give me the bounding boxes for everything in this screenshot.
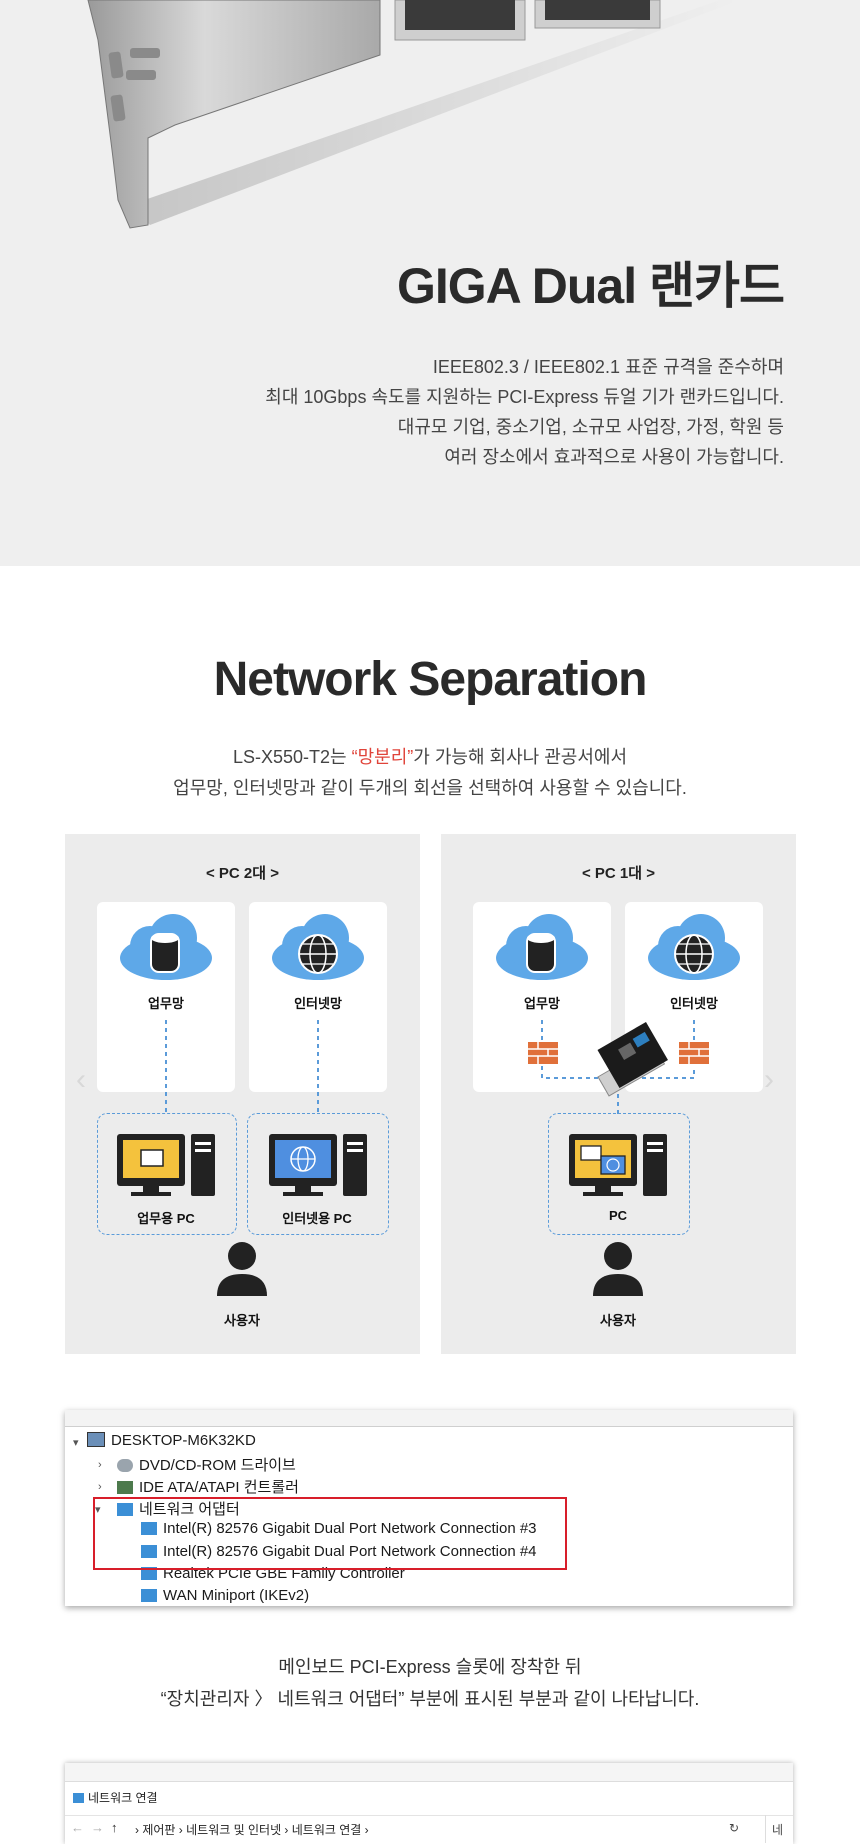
diagram-graphics xyxy=(117,914,367,1296)
network-adapter-icon xyxy=(141,1589,157,1602)
install-description: 메인보드 PCI-Express 슬롯에 장착한 뒤 “장치관리자 〉 네트워크… xyxy=(0,1651,860,1715)
folder-icon xyxy=(73,1793,84,1803)
tree-root[interactable]: DESKTOP-M6K32KD xyxy=(87,1432,256,1449)
nav-back-icon[interactable]: ← xyxy=(71,1820,84,1835)
hero-line: 대규모 기업, 중소기업, 소규모 사업장, 가정, 학원 등 xyxy=(397,417,784,437)
tree-label: IDE ATA/ATAPI 컨트롤러 xyxy=(139,1479,299,1496)
network-adapter-icon xyxy=(141,1545,157,1558)
hero-description: IEEE802.3 / IEEE802.1 표준 규격을 준수하며 최대 10G… xyxy=(265,352,784,472)
hero-line: 최대 10Gbps 속도를 지원하는 PCI-Express 듀얼 기가 랜카드… xyxy=(265,387,784,407)
diagram-two-pc: < PC 2대 > xyxy=(65,834,420,1354)
pc-box-internet xyxy=(247,1113,389,1235)
network-adapter-icon xyxy=(141,1567,157,1580)
pc-box-work xyxy=(97,1113,237,1235)
ide-controller-icon xyxy=(117,1481,133,1494)
chevron-right-icon[interactable]: › xyxy=(98,1459,102,1471)
lan-card-icon xyxy=(597,1021,668,1097)
device-manager-screenshot: ▾ DESKTOP-M6K32KD › DVD/CD-ROM 드라이브 › ID… xyxy=(65,1410,793,1606)
pc-box xyxy=(548,1113,690,1235)
install-line: 메인보드 PCI-Express 슬롯에 장착한 뒤 xyxy=(278,1657,582,1677)
window-titlebar xyxy=(65,1763,793,1782)
tree-label: WAN Miniport (IKEv2) xyxy=(163,1587,310,1604)
diagram-graphics xyxy=(496,914,740,1296)
tree-item-network-adapters[interactable]: 네트워크 어댑터 xyxy=(117,1498,240,1519)
hero-section: GIGA Dual 랜카드 IEEE802.3 / IEEE802.1 표준 규… xyxy=(0,0,860,566)
desc-text: 가 가능해 회사나 관공서에서 xyxy=(413,747,628,767)
dvd-drive-icon xyxy=(117,1459,133,1472)
network-adapter-icon xyxy=(117,1503,133,1516)
pc-label-internet: 인터넷용 PC xyxy=(282,1211,352,1226)
window-title-text: 네트워크 연결 xyxy=(88,1791,158,1805)
tree-label: Intel(R) 82576 Gigabit Dual Port Network… xyxy=(163,1520,537,1537)
user-label: 사용자 xyxy=(224,1313,260,1328)
nav-forward-icon[interactable]: → xyxy=(91,1820,104,1835)
net-label-work: 업무망 xyxy=(524,996,560,1011)
computer-icon xyxy=(87,1432,105,1447)
tree-item[interactable]: DVD/CD-ROM 드라이브 xyxy=(117,1454,296,1475)
pc-icon xyxy=(569,1134,667,1196)
firewall-icon xyxy=(679,1042,709,1064)
refresh-icon[interactable]: ↻ xyxy=(729,1821,740,1835)
diagram-one-pc: < PC 1대 > xyxy=(441,834,796,1354)
desc-text: LS-X550-T2는 xyxy=(232,747,352,767)
tree-label: DESKTOP-M6K32KD xyxy=(111,1432,256,1449)
breadcrumb[interactable]: › 제어판 › 네트워크 및 인터넷 › 네트워크 연결 › xyxy=(135,1823,369,1837)
search-input[interactable]: 네 xyxy=(765,1815,793,1843)
chevron-right-icon[interactable]: › xyxy=(98,1481,102,1493)
highlight-box xyxy=(93,1497,567,1570)
tree-label: DVD/CD-ROM 드라이브 xyxy=(139,1457,296,1474)
work-pc-icon xyxy=(117,1134,215,1196)
cloud-database-icon xyxy=(120,914,212,980)
carousel-prev-button[interactable]: ‹ xyxy=(76,1063,86,1096)
section-title: Network Separation xyxy=(213,653,648,706)
tree-label: Intel(R) 82576 Gigabit Dual Port Network… xyxy=(163,1543,537,1560)
user-icon xyxy=(593,1242,643,1296)
desc-text: 업무망, 인터넷망과 같이 두개의 회선을 선택하여 사용할 수 있습니다. xyxy=(173,778,687,798)
cloud-globe-icon xyxy=(272,914,364,980)
pc-label-work: 업무용 PC xyxy=(137,1211,195,1226)
highlight-text: “망분리” xyxy=(351,747,414,767)
user-label: 사용자 xyxy=(600,1313,636,1328)
diagram-title: < PC 2대 > xyxy=(205,865,279,882)
device-manager-toolbar xyxy=(65,1410,793,1427)
network-adapter-icon xyxy=(141,1522,157,1535)
hero-title: GIGA Dual 랜카드 xyxy=(396,258,785,314)
chevron-down-icon[interactable]: ▾ xyxy=(73,1437,79,1449)
net-label-internet: 인터넷망 xyxy=(670,996,718,1011)
install-line: “장치관리자 〉 네트워크 어댑터” 부분에 표시된 부분과 같이 나타납니다. xyxy=(160,1689,700,1709)
hero-line: IEEE802.3 / IEEE802.1 표준 규격을 준수하며 xyxy=(432,357,784,377)
internet-pc-icon xyxy=(269,1134,367,1196)
cloud-database-icon xyxy=(496,914,588,980)
tree-item[interactable]: Intel(R) 82576 Gigabit Dual Port Network… xyxy=(141,1543,537,1560)
tree-item[interactable]: IDE ATA/ATAPI 컨트롤러 xyxy=(117,1476,299,1497)
carousel-next-button[interactable]: › xyxy=(764,1063,774,1096)
net-label-internet: 인터넷망 xyxy=(294,996,342,1011)
tree-item[interactable]: WAN Miniport (IKEv2) xyxy=(141,1587,309,1604)
tree-item[interactable]: Intel(R) 82576 Gigabit Dual Port Network… xyxy=(141,1520,537,1537)
diagram-title: < PC 1대 > xyxy=(581,865,655,882)
address-bar[interactable] xyxy=(65,1815,793,1844)
hero-line: 여러 장소에서 효과적으로 사용이 가능합니다. xyxy=(444,447,784,467)
pc-label: PC xyxy=(608,1208,628,1223)
user-icon xyxy=(217,1242,267,1296)
chevron-down-icon[interactable]: ▾ xyxy=(95,1504,101,1516)
nav-up-icon[interactable]: ↑ xyxy=(111,1820,118,1835)
tree-label: 네트워크 어댑터 xyxy=(139,1501,240,1518)
window-title: 네트워크 연결 xyxy=(73,1789,158,1806)
network-connections-screenshot: 네트워크 연결 ← → ↑ › 제어판 › 네트워크 및 인터넷 › 네트워크 … xyxy=(65,1763,793,1844)
lan-card-photo xyxy=(87,0,740,229)
cloud-globe-icon xyxy=(648,914,740,980)
firewall-icon xyxy=(528,1042,558,1064)
net-label-work: 업무망 xyxy=(148,996,184,1011)
section-description: LS-X550-T2는 “망분리”가 가능해 회사나 관공서에서 업무망, 인터… xyxy=(0,742,860,804)
